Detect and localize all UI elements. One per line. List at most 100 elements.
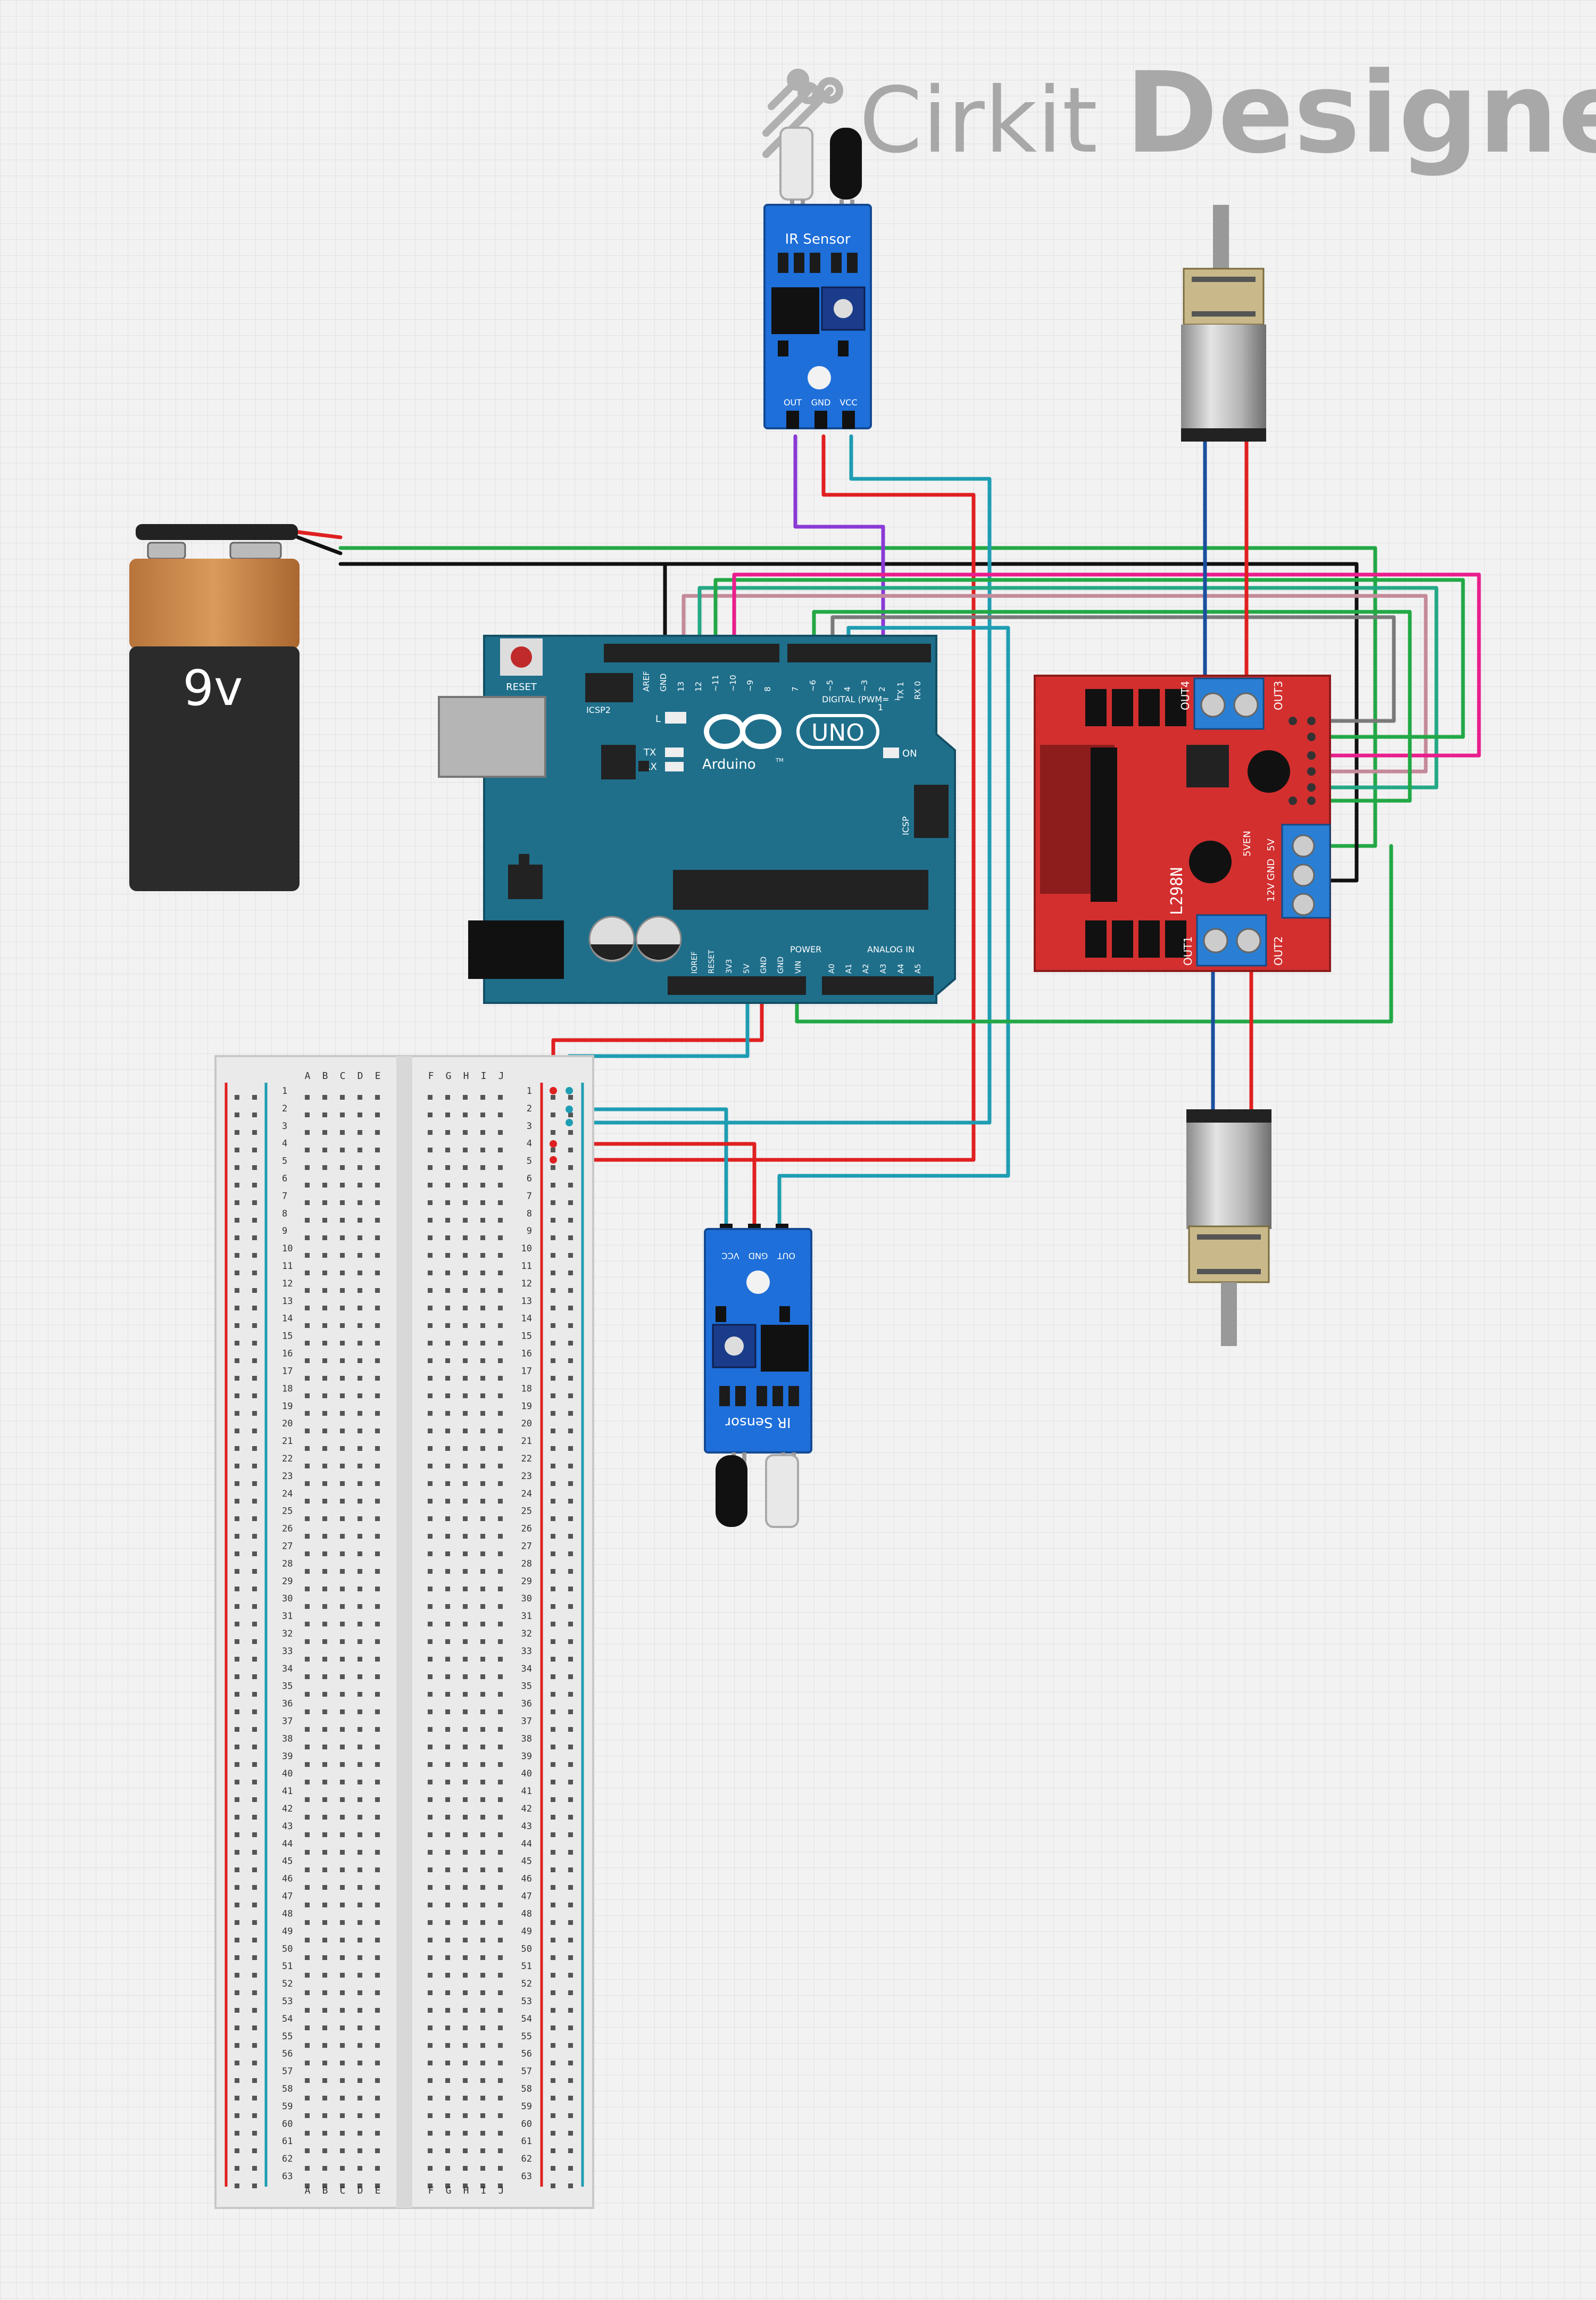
- analog-label: ANALOG IN: [867, 944, 915, 954]
- dc-motor-top[interactable]: [1181, 205, 1266, 442]
- wire-purple-ir1-out[interactable]: [793, 434, 885, 657]
- wire-green-d6[interactable]: [812, 610, 1412, 803]
- svg-text:D: D: [358, 2185, 363, 2196]
- row-number: 8: [527, 1208, 532, 1219]
- row-number: 19: [521, 1401, 532, 1411]
- row-number: 31: [282, 1611, 293, 1622]
- wire-teal-rail-ir2-vcc[interactable]: [567, 1107, 728, 1226]
- row-number: 61: [282, 2136, 293, 2147]
- row-number: 11: [521, 1261, 532, 1272]
- row-number: 6: [527, 1174, 532, 1184]
- wire-battery-red[interactable]: [296, 530, 343, 539]
- row-number: 5: [527, 1156, 532, 1167]
- l298n-driver[interactable]: L298N OUT4 OUT3 OUT1 OUT2 12V GND 5V 5VE…: [1034, 675, 1331, 972]
- term-holes-right[interactable]: [423, 1083, 511, 2189]
- row-number: 60: [521, 2119, 532, 2129]
- breadboard[interactable]: A B C D E F G H I J A B C D E F G H I J …: [214, 1055, 594, 2209]
- driver-in-pins[interactable]: [1289, 717, 1316, 805]
- row-number: 37: [282, 1716, 293, 1727]
- ir-sensor-top[interactable]: IR Sensor OUT GND VCC: [763, 127, 872, 429]
- battery-9v[interactable]: 9v: [129, 524, 300, 891]
- svg-text:F: F: [428, 2185, 434, 2196]
- ir-pin-gnd-header[interactable]: [814, 411, 827, 429]
- digital-pin-labels: AREF GND 13 12 ~11 ~10 ~9 8 7 ~6 ~5 4 ~3…: [642, 671, 922, 700]
- power-header[interactable]: [668, 976, 806, 995]
- ir-pin-vcc-header[interactable]: [842, 411, 855, 429]
- wire-red-rail-ir2-gnd[interactable]: [551, 1142, 757, 1226]
- svg-text:E: E: [375, 1070, 381, 1082]
- power-label: POWER: [790, 944, 821, 954]
- col-letters-bottom: A B C D E F G H I J: [305, 2185, 504, 2196]
- row-number: 25: [282, 1506, 293, 1517]
- row-number: 30: [282, 1593, 293, 1604]
- battery-cap: [136, 524, 298, 540]
- row-number: 10: [282, 1243, 293, 1254]
- icsp2-label: ICSP2: [586, 705, 611, 715]
- cirkit-logo-icon: [762, 69, 843, 158]
- ir-pin-out: OUT: [777, 1251, 795, 1261]
- digital-header-left[interactable]: [604, 644, 779, 662]
- icsp-label: ICSP: [901, 816, 911, 835]
- row-number: 20: [521, 1418, 532, 1429]
- atmega-chip: [673, 870, 928, 910]
- breadboard-wire-ends: [550, 1087, 573, 1164]
- analog-pin-labels: A0 A1 A2 A3 A4 A5: [828, 964, 922, 974]
- icsp-header[interactable]: [914, 785, 949, 838]
- row-number: 1: [527, 1086, 532, 1097]
- row-number: 37: [521, 1716, 532, 1727]
- wire-green-d11[interactable]: [713, 578, 1465, 739]
- usb-port: [438, 696, 546, 778]
- row-number: 59: [282, 2101, 293, 2112]
- row-number: 5: [282, 1156, 287, 1167]
- svg-text:13: 13: [676, 682, 686, 692]
- row-number: 19: [282, 1401, 293, 1411]
- arduino-uno[interactable]: RESET ICSP2 AREF GND 13 12 ~11 ~10 ~9 8 …: [438, 635, 956, 1004]
- row-number: 40: [521, 1768, 532, 1779]
- ir-pin-out-header[interactable]: [786, 411, 799, 429]
- svg-text:5V: 5V: [743, 964, 751, 974]
- svg-text:IOREF: IOREF: [691, 951, 699, 974]
- wire-teal-d3[interactable]: [777, 626, 1010, 1226]
- wire-mauve-d13[interactable]: [681, 594, 1428, 774]
- svg-text:AREF: AREF: [642, 671, 651, 692]
- svg-text:I: I: [481, 1070, 487, 1082]
- wire-green-vin-driver[interactable]: [795, 844, 1393, 1024]
- wire-pink-d10[interactable]: [732, 572, 1481, 758]
- analog-header[interactable]: [822, 976, 934, 995]
- ir-led-dark: [830, 128, 862, 200]
- row-number: 47: [521, 1891, 532, 1902]
- svg-text:RX 0: RX 0: [913, 681, 922, 700]
- wire-gray-d5[interactable]: [830, 615, 1396, 723]
- ir-sensor-bottom[interactable]: VCC GND OUT IR Sensor: [704, 1224, 812, 1528]
- svg-text:C: C: [340, 1070, 346, 1082]
- svg-text:A0: A0: [828, 964, 836, 974]
- cirkit-logo: Cirkit Designer: [762, 48, 1596, 178]
- ir-pin-gnd: GND: [749, 1251, 768, 1261]
- ir-title: IR Sensor: [725, 1414, 791, 1430]
- ir-pin-out: OUT: [784, 397, 802, 408]
- row-number: 12: [282, 1278, 293, 1289]
- ir-title: IR Sensor: [785, 231, 850, 247]
- row-number: 35: [282, 1681, 293, 1692]
- dc-motor-bottom[interactable]: [1186, 1109, 1271, 1346]
- wire-green-battery-to-12v[interactable]: [338, 546, 1377, 848]
- svg-text:A4: A4: [897, 964, 905, 974]
- row-number: 35: [521, 1681, 532, 1692]
- row-number: 54: [282, 2014, 293, 2024]
- wire-battery-black[interactable]: [296, 535, 343, 555]
- term-holes-left[interactable]: [295, 1083, 383, 2189]
- ir-board: [704, 1228, 812, 1454]
- motor-body: [1186, 1123, 1271, 1229]
- arduino-tm: TM: [775, 758, 784, 763]
- wire-teal-ir1-gnd[interactable]: [567, 434, 992, 1125]
- row-number: 51: [282, 1961, 293, 1972]
- svg-text:G: G: [446, 1070, 452, 1082]
- row-number: 34: [282, 1664, 293, 1674]
- arduino-model: UNO: [811, 719, 864, 746]
- digital-header-right[interactable]: [787, 644, 931, 662]
- ir-led-clear: [779, 127, 813, 201]
- rail-holes-left[interactable]: [230, 1083, 265, 2189]
- rail-holes-right[interactable]: [545, 1083, 580, 2189]
- svg-text:E: E: [375, 2185, 381, 2196]
- wire-sea-d12[interactable]: [697, 586, 1439, 790]
